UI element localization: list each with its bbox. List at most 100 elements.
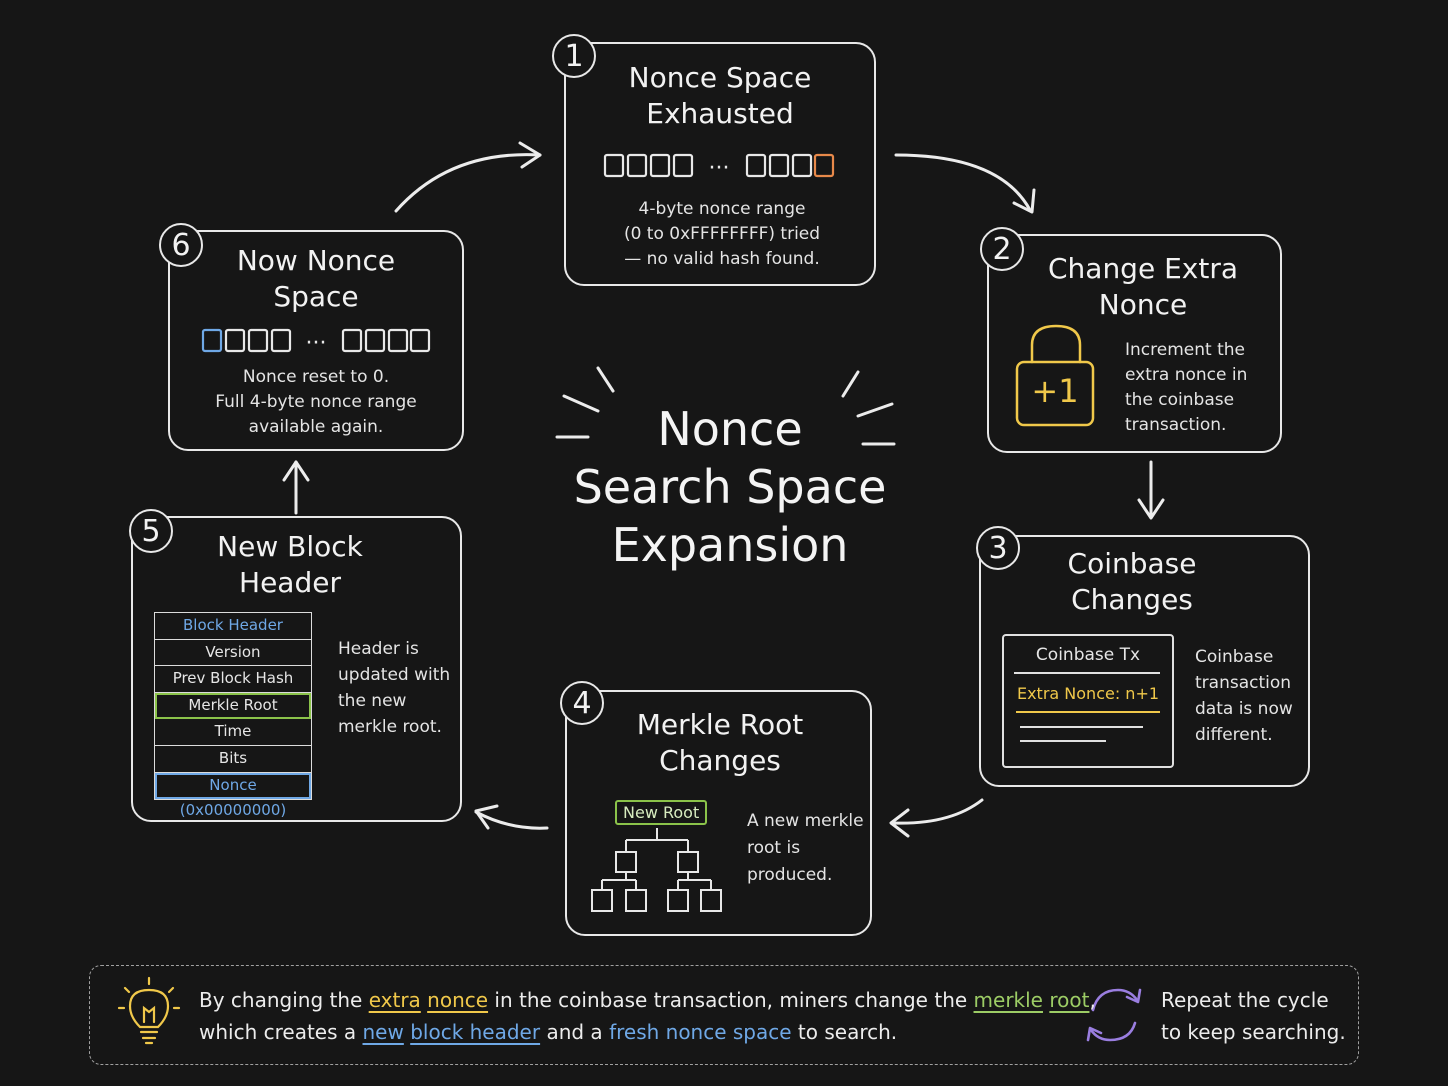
step-2-desc: Increment the extra nonce in the coinbas…	[1125, 338, 1275, 438]
merkle-tree-icon	[591, 828, 722, 912]
step-6-desc: Nonce reset to 0. Full 4-byte nonce rang…	[168, 365, 464, 440]
arrow-1-to-2-head	[1012, 188, 1036, 214]
step-title-line: Changes	[1071, 583, 1193, 616]
text: to search.	[791, 1020, 898, 1044]
cycle-icon	[1086, 988, 1142, 1042]
desc-line: Full 4-byte nonce range	[215, 392, 417, 412]
repeat-text: Repeat the cycle to keep searching.	[1161, 984, 1346, 1048]
step-3-box	[979, 535, 1310, 787]
text: By changing the	[199, 988, 369, 1012]
block-header-table: Block Header Version Prev Block Hash Mer…	[154, 612, 312, 819]
highlight-nonce: nonce	[427, 988, 489, 1012]
header-row: Prev Block Hash	[155, 666, 311, 693]
step-title-line: Change Extra	[1047, 252, 1238, 285]
footer-text: By changing the extra nonce in the coinb…	[199, 984, 1096, 1048]
nonce-squares-exhausted	[603, 153, 835, 178]
lock-icon	[1015, 324, 1095, 427]
step-1-desc: 4-byte nonce range (0 to 0xFFFFFFFF) tri…	[564, 197, 880, 272]
desc-line: Header is	[338, 639, 419, 659]
header-row: Version	[155, 640, 311, 667]
step-title-line: Exhausted	[646, 97, 794, 130]
text: which creates a	[199, 1020, 363, 1044]
arrow-4-to-5-head	[474, 804, 499, 830]
highlight-extra: extra	[368, 988, 421, 1012]
center-title-line: Expansion	[611, 518, 849, 572]
desc-line: the new	[338, 691, 407, 711]
step-5-title: New Block Header	[140, 529, 440, 601]
header-row-nonce: Nonce (0x00000000)	[155, 772, 311, 819]
lightbulb-icon	[117, 976, 181, 1045]
desc-line: the coinbase	[1125, 390, 1235, 410]
step-4-title: Merkle Root Changes	[570, 707, 870, 779]
desc-line: different.	[1195, 725, 1273, 745]
desc-line: updated with	[338, 665, 451, 685]
arrow-1-to-2	[894, 153, 1032, 212]
desc-line: 4-byte nonce range	[638, 199, 806, 219]
repeat-line: Repeat the cycle	[1161, 988, 1329, 1012]
burst-lines	[555, 366, 896, 446]
desc-line: (0 to 0xFFFFFFFF) tried	[623, 224, 821, 244]
header-row: Block Header	[155, 613, 311, 640]
footer-summary	[89, 965, 1359, 1065]
footer-line-1: By changing the extra nonce in the coinb…	[199, 984, 1096, 1016]
step-2-badge: 2	[980, 227, 1024, 271]
step-6-badge: 6	[159, 223, 203, 267]
ellipsis: ···	[306, 331, 327, 356]
step-title-line: Now Nonce	[236, 244, 396, 277]
step-3-title: Coinbase Changes	[982, 546, 1282, 618]
header-row: Bits	[155, 746, 311, 773]
text: and a	[540, 1020, 610, 1044]
highlight-merkle: merkle	[973, 988, 1043, 1012]
step-5-desc: Header is updated with the new merkle ro…	[338, 636, 458, 740]
desc-line: extra nonce in	[1125, 365, 1248, 385]
arrow-4-to-5	[474, 810, 549, 830]
text: in the coinbase transaction, miners chan…	[488, 988, 974, 1012]
header-row: Time	[155, 719, 311, 746]
desc-line: Coinbase	[1195, 647, 1274, 667]
ellipsis: ···	[709, 156, 730, 181]
desc-line: data is now	[1195, 699, 1293, 719]
step-4-badge: 4	[560, 681, 604, 725]
desc-line: merkle root.	[338, 717, 442, 737]
step-title-line: Changes	[659, 744, 781, 777]
highlight-new: new	[362, 1020, 404, 1044]
desc-line: produced.	[747, 865, 833, 885]
step-title-line: Header	[239, 566, 341, 599]
step-title-line: New Block	[217, 530, 363, 563]
footer-line-2: which creates a new block header and a f…	[199, 1016, 1096, 1048]
arrow-6-to-1	[394, 153, 542, 213]
desc-line: transaction.	[1125, 415, 1227, 435]
nonce-squares-reset	[201, 328, 431, 353]
step-1-box	[564, 42, 876, 286]
arrow-2-to-3-head	[1137, 498, 1165, 520]
arrow-5-to-6-head	[282, 460, 310, 482]
highlight-block-header: block header	[410, 1020, 541, 1044]
coinbase-tx-card	[1002, 634, 1174, 768]
coinbase-tx-title: Coinbase Tx	[1035, 645, 1141, 665]
repeat-line: to keep searching.	[1161, 1020, 1346, 1044]
header-row-merkle-root: Merkle Root	[155, 692, 311, 720]
center-title-line: Nonce	[657, 402, 803, 456]
step-3-badge: 3	[976, 526, 1020, 570]
step-5-badge: 5	[129, 509, 173, 553]
step-6-box	[168, 230, 464, 451]
step-title-line: Nonce	[1098, 288, 1188, 321]
desc-line: Nonce reset to 0.	[242, 367, 390, 387]
step-title-line: Merkle Root	[636, 708, 804, 741]
step-2-title: Change Extra Nonce	[1003, 251, 1283, 323]
step-5-box	[131, 516, 462, 822]
step-4-desc: A new merkle root is produced.	[747, 808, 869, 889]
desc-line: transaction	[1195, 673, 1292, 693]
coinbase-tx-extra-nonce: Extra Nonce: n+1	[1016, 684, 1160, 703]
desc-line: A new merkle	[747, 811, 864, 831]
highlight-root: root	[1049, 988, 1090, 1012]
tx-lines	[1014, 672, 1160, 742]
desc-line: Increment the	[1125, 340, 1245, 360]
step-3-desc: Coinbase transaction data is now differe…	[1195, 644, 1305, 748]
desc-line: root is	[747, 838, 801, 858]
step-title-line: Nonce Space	[628, 61, 812, 94]
arrow-3-to-4-head	[889, 808, 910, 838]
desc-line: — no valid hash found.	[624, 249, 820, 269]
arrow-6-to-1-head	[518, 141, 542, 169]
